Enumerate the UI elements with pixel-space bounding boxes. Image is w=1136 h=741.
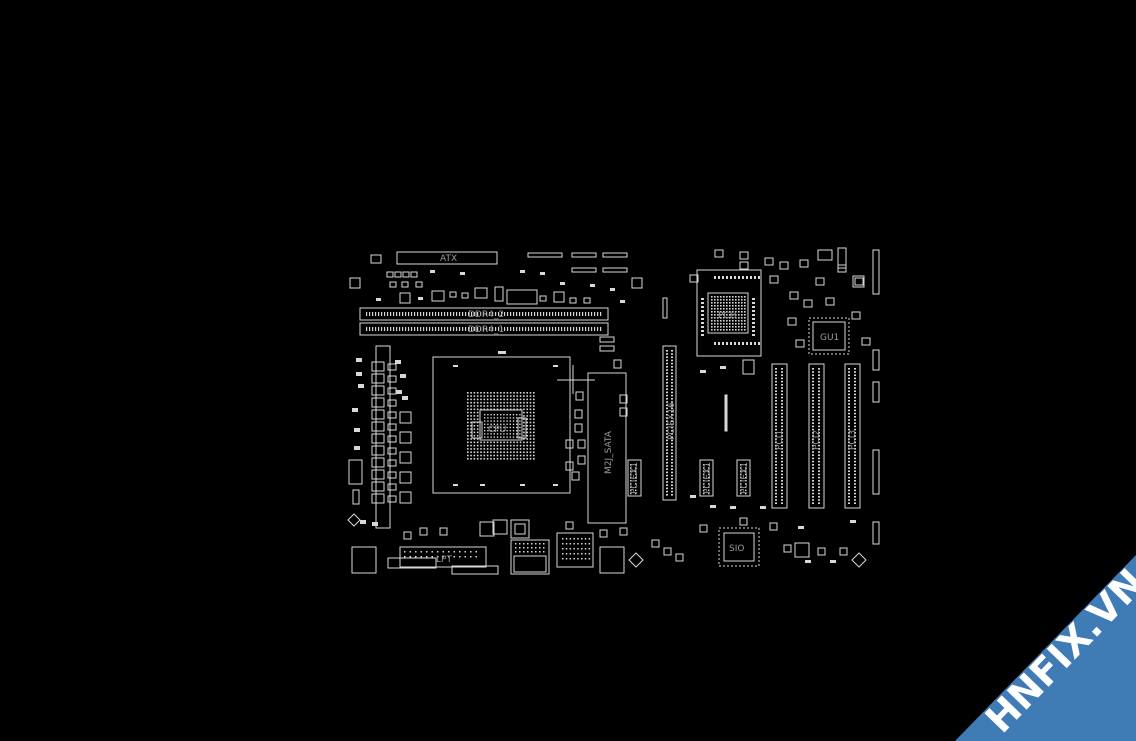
sio-label: SIO <box>729 544 744 554</box>
vrm-components <box>347 249 871 562</box>
ddr4-2-label: DDR4_2 <box>468 310 504 320</box>
pci3-label: PCI3 <box>848 430 858 450</box>
lpt-label: LPT <box>436 555 452 565</box>
pci1-label: PCI1 <box>775 430 785 450</box>
m2-sata-label: M2J_SATA <box>604 430 614 474</box>
atx-label: ATX <box>440 254 457 264</box>
ddr4-1-label: DDR4_1 <box>468 325 504 335</box>
cpu-socket[interactable] <box>432 356 595 494</box>
expansion-slots[interactable] <box>662 249 880 545</box>
gu1-label: GU1 <box>820 333 839 343</box>
pcie-x1-2-label: PCIEX1 <box>703 462 713 494</box>
small-components <box>352 270 856 563</box>
dimm-slots[interactable] <box>359 307 609 336</box>
pch-label: PCH <box>718 311 736 321</box>
pcie-x1-3-label: PCIEX1 <box>740 462 750 494</box>
m2-slot[interactable] <box>587 336 642 524</box>
pci2-label: PCI2 <box>812 430 822 450</box>
pcie16-label: PCIEX16 <box>667 402 677 440</box>
cpu-label: CPU <box>488 425 506 435</box>
rear-io-connectors <box>351 519 867 575</box>
board-top-edge-components <box>349 251 643 305</box>
pcie-x1-1-label: PCIEX1 <box>630 462 640 494</box>
pch-chip[interactable] <box>696 247 865 567</box>
